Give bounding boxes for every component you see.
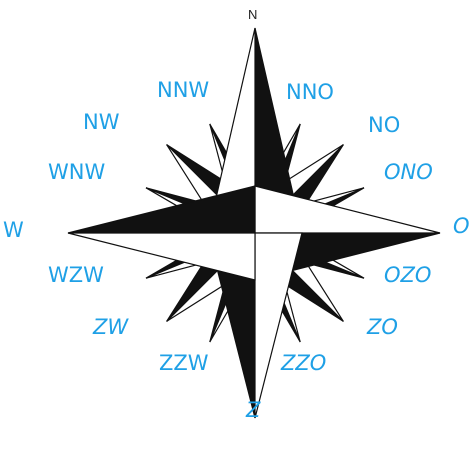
label-wnw: WNW [48, 162, 105, 183]
label-ozo: OZO [384, 265, 431, 286]
label-zzo: ZZO [281, 353, 326, 374]
label-nw: NW [83, 112, 119, 133]
label-nno: NNO [286, 82, 334, 103]
label-z: Z [246, 400, 260, 421]
label-zzw: ZZW [159, 353, 209, 374]
label-n: N [248, 8, 257, 21]
label-zo: ZO [367, 317, 398, 338]
label-no: NO [368, 115, 400, 136]
label-zw: ZW [93, 317, 128, 338]
label-w: W [3, 220, 24, 241]
label-wzw: WZW [48, 265, 104, 286]
label-nnw: NNW [157, 80, 209, 101]
label-o: O [453, 216, 470, 237]
label-ono: ONO [384, 162, 433, 183]
